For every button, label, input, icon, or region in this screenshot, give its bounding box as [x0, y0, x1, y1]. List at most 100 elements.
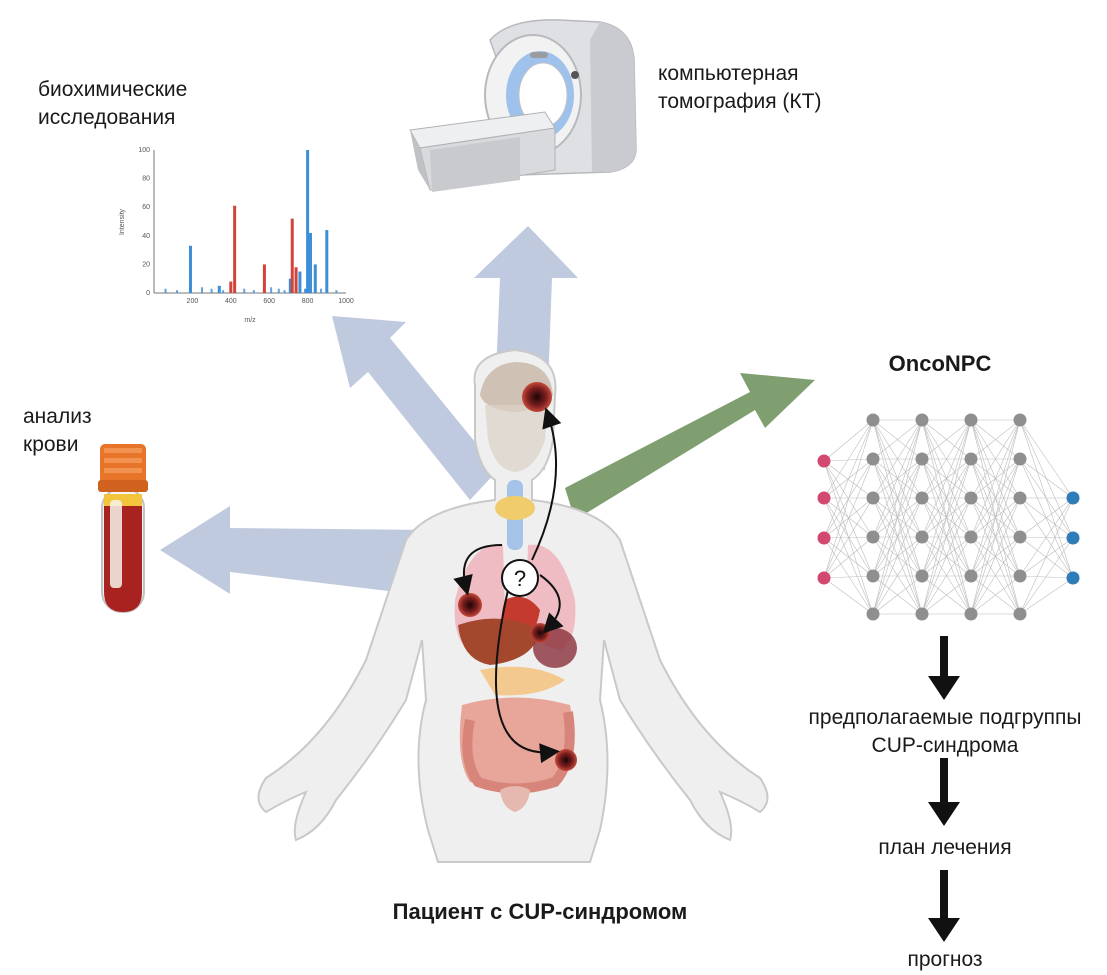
- spectrum-noise-peak: [270, 287, 273, 293]
- tumor-liver: [530, 623, 550, 643]
- neural-network-edge: [1019, 458, 1074, 579]
- neural-network-edge: [921, 419, 972, 460]
- spectrum-x-tick: 800: [302, 298, 314, 305]
- spectrum-peak: [233, 205, 237, 293]
- flow-arrows: [928, 636, 960, 942]
- hidden-node: [964, 607, 978, 621]
- hidden-node: [1013, 452, 1027, 466]
- spectrum-peak: [308, 232, 312, 293]
- neural-network-edge: [872, 419, 923, 577]
- hidden-node: [915, 607, 929, 621]
- spectrum-y-axis-label: Intensity: [119, 208, 126, 235]
- flow-arrow-to-treatment: [928, 758, 960, 826]
- spectrum-y-tick: 100: [138, 147, 150, 154]
- spectrum-peak: [288, 278, 292, 293]
- flow-arrow-to-subgroups: [928, 636, 960, 700]
- neural-network-edge: [970, 419, 1021, 460]
- spectrum-noise-peak: [320, 288, 323, 293]
- hidden-node: [915, 530, 929, 544]
- neural-network-edge: [823, 536, 874, 579]
- neural-network-edge: [921, 497, 972, 615]
- neural-network-edge: [872, 458, 923, 615]
- spectrum-y-tick: 20: [142, 261, 150, 268]
- input-node: [817, 491, 831, 505]
- neural-network-edge: [921, 458, 972, 615]
- hidden-node: [964, 413, 978, 427]
- face: [485, 405, 548, 472]
- arrow-to-onconpc: [565, 373, 815, 520]
- neural-network-edge: [872, 419, 923, 538]
- spectrum-y-tick: 40: [142, 233, 150, 240]
- biochem-label: биохимические исследования: [38, 78, 188, 129]
- neural-network-edge: [970, 497, 1021, 615]
- tumor-brain: [522, 382, 552, 412]
- spectrum-noise-peak: [335, 290, 338, 293]
- neural-network-edge: [921, 419, 972, 538]
- input-node: [817, 454, 831, 468]
- metastasis-arrows: [453, 407, 564, 764]
- neural-network-edge: [872, 497, 923, 615]
- spectrum-peak: [304, 288, 308, 293]
- neural-network-edge: [823, 497, 874, 579]
- hidden-node: [964, 452, 978, 466]
- neural-network-edge: [1019, 537, 1074, 577]
- spectrum-peak: [262, 264, 266, 293]
- neural-network-edge: [970, 458, 1021, 615]
- spectrum-noise-peak: [201, 287, 203, 293]
- neural-network-edge: [921, 536, 972, 615]
- output-node: [1066, 571, 1080, 585]
- hidden-node: [866, 607, 880, 621]
- unknown-primary-symbol: ?: [514, 566, 526, 591]
- spectrum-peak: [294, 267, 298, 293]
- hidden-node: [866, 530, 880, 544]
- patient-caption: Пациент с CUP-синдромом: [392, 899, 688, 924]
- neural-network-edge: [1019, 419, 1074, 539]
- neural-network-edge: [970, 419, 1021, 577]
- hidden-node: [964, 491, 978, 505]
- neural-network-edges: [823, 419, 1074, 615]
- pancreas: [480, 666, 565, 696]
- spectrum-y-tick: 80: [142, 176, 150, 183]
- hidden-node: [1013, 530, 1027, 544]
- neural-network-edge: [921, 575, 972, 615]
- unknown-primary-marker: [501, 559, 539, 597]
- neural-network-edge: [823, 419, 874, 579]
- neural-network-edge: [970, 419, 1021, 538]
- spectrum-peak: [188, 245, 192, 293]
- neural-network-edge: [872, 419, 923, 460]
- spectrum-peak: [298, 271, 302, 293]
- neural-network-edge: [1019, 497, 1074, 577]
- neural-network-edge: [823, 419, 874, 462]
- neural-network-edge: [1019, 458, 1074, 539]
- spectrum-peak: [290, 218, 294, 293]
- arrow-to-blood: [160, 506, 430, 596]
- neural-network-edge: [970, 419, 1021, 615]
- neural-network-edge: [823, 537, 874, 577]
- spectrum-x-axis-label: m/z: [244, 317, 256, 324]
- neural-network-edge: [1019, 458, 1074, 499]
- hidden-node: [1013, 569, 1027, 583]
- spectrum-noise-peak: [277, 288, 280, 293]
- spectrum-peak: [229, 281, 233, 293]
- hidden-node: [915, 413, 929, 427]
- neural-network-edge: [872, 536, 923, 615]
- spectrum-bars: [164, 150, 338, 293]
- input-node: [817, 531, 831, 545]
- spectrum-x-tick: 200: [187, 298, 199, 305]
- spectrum-peak: [313, 264, 317, 293]
- hidden-node: [866, 491, 880, 505]
- neural-network-edge: [1019, 497, 1074, 579]
- neural-network-edge: [970, 536, 1021, 615]
- blood-tube-icon: [98, 444, 148, 613]
- hidden-node: [915, 452, 929, 466]
- spectrum-x-tick: 600: [263, 298, 275, 305]
- hidden-node: [1013, 413, 1027, 427]
- treatment-plan-label: план лечения: [878, 836, 1012, 859]
- neural-network-edge: [1019, 497, 1074, 615]
- hidden-node: [915, 569, 929, 583]
- prognosis-label: прогноз: [907, 948, 983, 971]
- spectrum-noise-peak: [210, 288, 213, 293]
